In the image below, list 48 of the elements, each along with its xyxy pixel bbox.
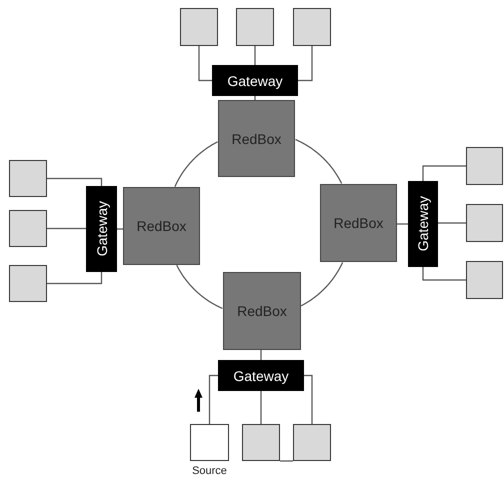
node-label: Gateway (94, 201, 110, 257)
connector-line (47, 228, 86, 230)
connector-line (298, 46, 313, 82)
device-box (190, 424, 229, 461)
node-label: Gateway (233, 368, 289, 384)
device-box (466, 204, 503, 242)
connector-line (280, 460, 293, 462)
node-label: RedBox (136, 218, 186, 234)
redbox-node (218, 100, 295, 177)
gateway-box (408, 181, 438, 267)
redbox-node (320, 184, 397, 262)
node-label: RedBox (237, 303, 287, 319)
redbox-node (223, 272, 301, 350)
node-label: RedBox (334, 215, 384, 231)
device-box (9, 210, 47, 247)
device-box (236, 8, 274, 46)
device-box (9, 265, 47, 302)
connector-line (198, 46, 212, 82)
device-box (466, 261, 503, 299)
gateway-box (212, 65, 298, 96)
connector-line (300, 262, 344, 306)
node-label: Gateway (227, 72, 283, 88)
connector-line (174, 141, 218, 187)
connector-line (254, 46, 256, 65)
connector-line (47, 272, 102, 284)
gateway-box (86, 186, 117, 272)
connector-line (397, 223, 408, 225)
connector-line (260, 391, 262, 424)
connector-line (438, 222, 466, 224)
device-box (242, 424, 280, 461)
device-box (293, 8, 331, 46)
gateway-box (218, 360, 304, 391)
redbox-node (123, 187, 200, 265)
device-box (180, 8, 218, 46)
connector-line (295, 139, 342, 184)
connector-line (176, 264, 223, 309)
connector-line (422, 267, 466, 281)
node-caption: Source (192, 465, 227, 477)
device-box (9, 160, 47, 197)
connector-line (304, 374, 313, 424)
flow-arrow (194, 374, 218, 424)
connector-line (47, 178, 102, 186)
device-box (293, 424, 331, 461)
node-label: Gateway (415, 196, 431, 252)
node-label: RedBox (232, 130, 282, 146)
connector-line (260, 350, 262, 360)
connector-line (422, 165, 466, 181)
device-box (466, 147, 503, 185)
